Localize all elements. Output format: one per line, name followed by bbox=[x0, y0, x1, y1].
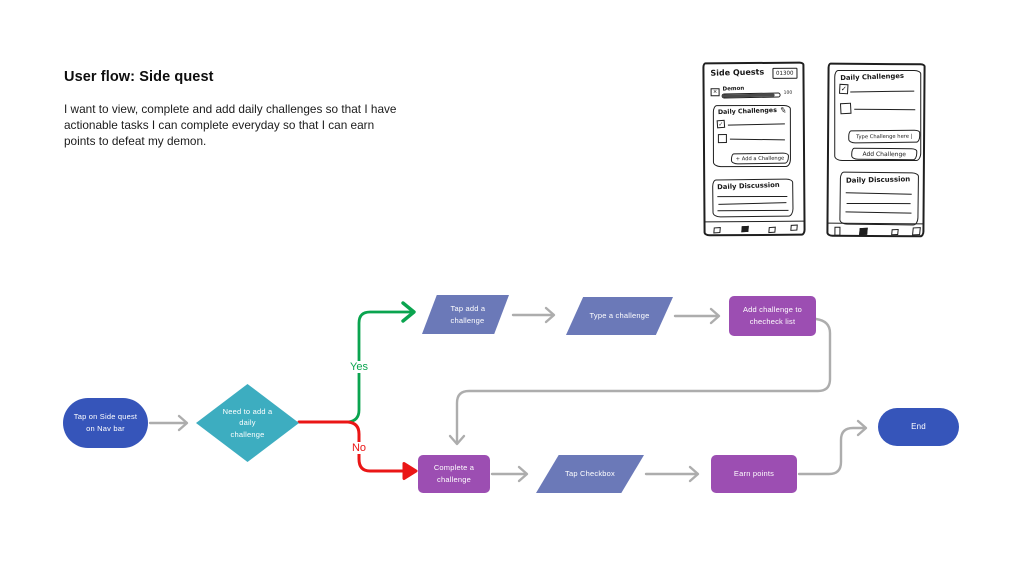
edge-addlist-to-complete bbox=[455, 317, 832, 444]
flow-node-start[interactable]: Tap on Side quest on Nav bar bbox=[63, 398, 148, 448]
arrowhead-icon bbox=[709, 307, 721, 325]
arrowhead-icon bbox=[402, 462, 418, 480]
flow-node-label: Need to add a daily challenge bbox=[222, 406, 273, 439]
edge-label-no: No bbox=[347, 442, 371, 454]
flow-node-type-challenge[interactable]: Type a challenge bbox=[566, 297, 673, 335]
edge-yes bbox=[346, 310, 414, 424]
flow-node-label: Earn points bbox=[733, 469, 775, 479]
edge-label-yes: Yes bbox=[345, 361, 373, 373]
flow-node-label: End bbox=[911, 421, 926, 431]
arrowhead-icon bbox=[856, 419, 868, 437]
description-line: I want to view, complete and add daily c… bbox=[64, 102, 397, 116]
flow-node-earn-points[interactable]: Earn points bbox=[711, 455, 797, 493]
description-line: points to defeat my demon. bbox=[64, 134, 207, 148]
flow-node-add-to-checklist[interactable]: Add challenge to checheck list bbox=[729, 296, 816, 336]
flow-node-label: Tap add a challenge bbox=[450, 303, 486, 325]
flow-node-label: Tap on Side quest on Nav bar bbox=[73, 412, 138, 433]
flow-node-label: Tap Checkbox bbox=[565, 469, 615, 479]
arrowhead-icon bbox=[448, 434, 466, 446]
flow-node-tap-add-challenge[interactable]: Tap add a challenge bbox=[422, 295, 509, 334]
flow-node-complete-challenge[interactable]: Complete a challenge bbox=[418, 455, 490, 493]
flow-node-end[interactable]: End bbox=[878, 408, 959, 446]
arrowhead-icon bbox=[517, 465, 529, 483]
flow-node-label: Add challenge to checheck list bbox=[742, 305, 803, 326]
description-line: actionable tasks I can complete everyday… bbox=[64, 118, 375, 132]
arrowhead-icon bbox=[177, 414, 189, 432]
flow-node-label: Type a challenge bbox=[589, 311, 650, 321]
page-title: User flow: Side quest bbox=[64, 69, 214, 85]
arrowhead-icon bbox=[688, 465, 700, 483]
flow-node-label: Complete a challenge bbox=[433, 463, 475, 484]
arrowhead-icon bbox=[544, 306, 556, 324]
edge-earn-to-end bbox=[797, 426, 867, 476]
arrowhead-icon bbox=[401, 301, 416, 323]
